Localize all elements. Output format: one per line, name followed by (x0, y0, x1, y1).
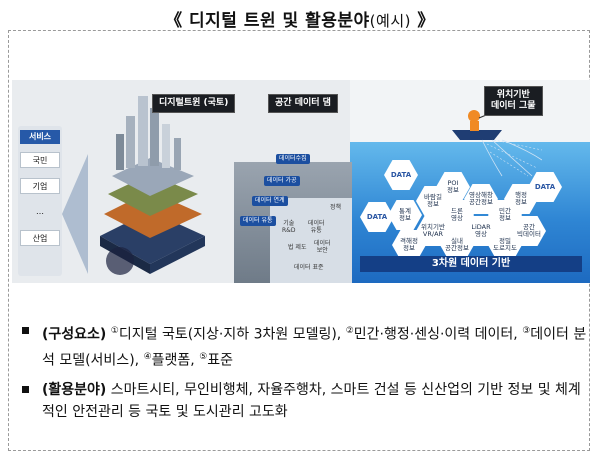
digital-twin-city-illustration (100, 96, 205, 275)
service-item-industry: 산업 (20, 230, 60, 246)
flow-label-distribute: 데이터 유통 (240, 216, 276, 226)
service-panel (18, 126, 62, 276)
service-item-company: 기업 (20, 178, 60, 194)
callout-data-dam: 공간 데이터 댐 (268, 94, 338, 113)
bullet-lead: (구성요소) (42, 326, 107, 343)
dam-text-law: 법 제도 (288, 244, 307, 251)
flow-label-collect: 데이터수집 (276, 154, 310, 164)
circled-number: ③ (522, 326, 531, 336)
title-close-bracket: 》 (417, 11, 435, 31)
title-paren: (예시) (369, 12, 411, 30)
circled-number: ② (345, 326, 354, 336)
component-text: 데이터 분석 모델(서비스), (42, 326, 587, 369)
dam-text-security: 데이터 보안 (314, 240, 331, 254)
bullet-list: (구성요소) ①디지털 국토(지상·지하 3차원 모델링), ②민간·행정·센싱… (20, 320, 588, 431)
flow-label-process: 데이터 가공 (264, 176, 300, 186)
dam-text-policy: 정책 (330, 204, 342, 211)
title-main: 디지털 트윈 및 활용분야 (189, 11, 370, 31)
service-item-ellipsis: … (36, 207, 44, 216)
bullet-lead: (활용분야) (42, 382, 107, 399)
title-open-bracket: 《 (165, 11, 183, 31)
circled-number: ⑤ (199, 351, 208, 362)
dam-text-distribution: 데이터 유통 (308, 220, 325, 234)
circled-number: ① (110, 326, 119, 336)
dam-text-standard: 데이터 표준 (294, 264, 324, 271)
callout-location-net: 위치기반 데이터 그물 (484, 86, 543, 116)
data-dam-basin (270, 198, 352, 283)
bullet-components: (구성요소) ①디지털 국토(지상·지하 3차원 모델링), ②민간·행정·센싱… (20, 320, 588, 371)
component-text: 디지털 국토(지상·지하 3차원 모델링), (118, 326, 346, 343)
component-text: 플랫폼, (151, 352, 200, 369)
service-arrow (62, 154, 88, 274)
bullet-applications: (활용분야) 스마트시티, 무인비행체, 자율주행차, 스마트 건설 등 신산업… (20, 379, 588, 423)
bullet-square-icon (22, 386, 29, 394)
digital-twin-figure: 서비스 국민 기업 … 산업 데이터수집 데이터 가공 데이터 연계 데이터 유… (12, 80, 590, 283)
component-text: 표준 (207, 352, 234, 369)
circled-number: ④ (143, 351, 152, 362)
flow-label-link: 데이터 연계 (252, 196, 288, 206)
dam-text-rnd: 기술 R&D (282, 220, 296, 234)
component-text: 민간·행정·센싱·이력 데이터, (353, 326, 523, 343)
callout-digital-twin: 디지털트윈 (국토) (152, 94, 236, 113)
applications-text: 스마트시티, 무인비행체, 자율주행차, 스마트 건설 등 신산업의 기반 정보… (42, 382, 581, 421)
base-label-3d-data: 3차원 데이터 기반 (360, 256, 582, 272)
page-title: 《 디지털 트윈 및 활용분야(예시) 》 (0, 6, 600, 31)
bullet-square-icon (22, 327, 29, 334)
service-header: 서비스 (20, 130, 60, 144)
service-item-citizen: 국민 (20, 152, 60, 168)
